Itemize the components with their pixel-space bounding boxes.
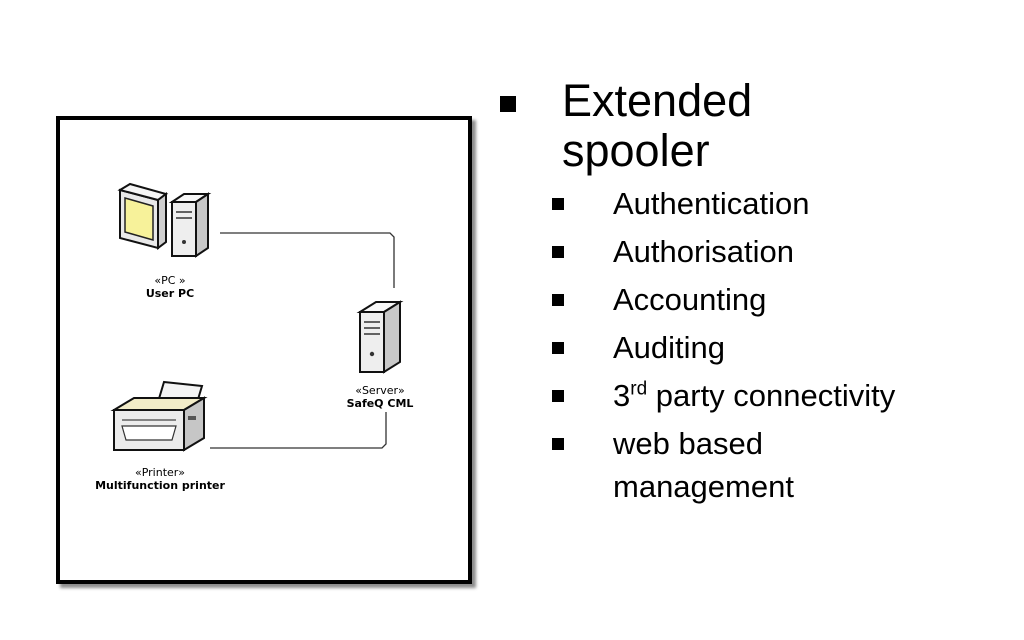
sub-bullet-superscript: rd: [630, 378, 648, 400]
node-name-printer: Multifunction printer: [95, 479, 225, 492]
bullet-list: Extended spooler Authentication Authoris…: [500, 76, 1000, 506]
sub-bullet-authentication: Authentication: [500, 180, 1000, 228]
stereotype-pc: «PC »: [154, 274, 186, 287]
deployment-diagram: «PC » User PC «Server» SafeQ CML «Printe…: [56, 116, 472, 584]
square-bullet-icon: [552, 246, 564, 258]
connector-printer-server: [210, 412, 387, 449]
sub-bullet-text: Authentication: [613, 186, 810, 221]
sub-bullet-authorisation: Authorisation: [500, 228, 1000, 276]
sub-bullet-text: Authorisation: [613, 234, 794, 269]
stereotype-printer: «Printer»: [134, 466, 186, 479]
node-label-server: «Server» SafeQ CML: [330, 384, 430, 410]
sub-bullet-text: Accounting: [613, 282, 767, 317]
stereotype-server: «Server»: [355, 384, 405, 397]
sub-bullet-connectivity: 3rd party connectivity: [500, 372, 1000, 420]
square-bullet-icon: [500, 96, 516, 112]
sub-bullet-list: Authentication Authorisation Accounting …: [500, 180, 1000, 506]
square-bullet-icon: [552, 390, 564, 402]
connector-pc-server: [220, 232, 395, 288]
sub-bullet-text: Auditing: [613, 330, 726, 365]
node-name-pc: User PC: [145, 287, 195, 300]
sub-bullet-continuation: management: [613, 469, 794, 504]
main-bullet-line-2: spooler: [562, 125, 710, 176]
sub-bullet-text: web based: [613, 426, 763, 461]
printer-icon: [110, 380, 208, 452]
node-name-server: SafeQ CML: [346, 397, 414, 410]
sub-bullet-web-management: web based management: [500, 420, 1000, 506]
server-tower-icon: [356, 300, 404, 374]
main-bullet-line-1: Extended: [562, 75, 753, 126]
sub-bullet-text: party connectivity: [647, 378, 896, 413]
desktop-computer-icon: [117, 182, 212, 258]
sub-bullet-accounting: Accounting: [500, 276, 1000, 324]
node-label-pc: «PC » User PC: [120, 274, 220, 300]
sub-bullet-auditing: Auditing: [500, 324, 1000, 372]
sub-bullet-prefix: 3: [613, 378, 631, 413]
diagram-canvas: [110, 182, 404, 452]
main-bullet: Extended spooler: [500, 76, 1000, 176]
node-label-printer: «Printer» Multifunction printer: [80, 466, 240, 492]
square-bullet-icon: [552, 198, 564, 210]
square-bullet-icon: [552, 294, 564, 306]
square-bullet-icon: [552, 438, 564, 450]
square-bullet-icon: [552, 342, 564, 354]
